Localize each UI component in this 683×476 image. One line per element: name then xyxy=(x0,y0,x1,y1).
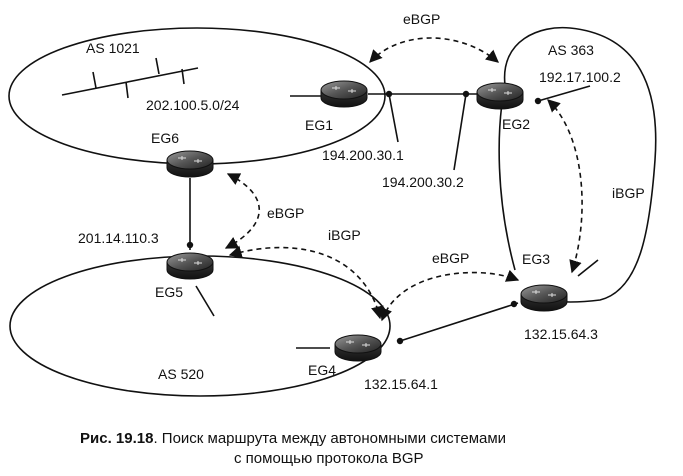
router-eg1-label: EG1 xyxy=(305,117,333,133)
ibgp-session-eg2-eg3 xyxy=(547,99,583,274)
address-201: 201.14.110.3 xyxy=(78,230,159,246)
link-eg2-192-leader xyxy=(537,85,591,102)
ebgp-label-right: eBGP xyxy=(432,250,469,266)
router-eg4-icon xyxy=(334,334,382,362)
link-eg3-stub xyxy=(577,259,599,277)
ibgp-label-mid: iBGP xyxy=(328,227,361,243)
as1021-label: AS 1021 xyxy=(86,40,140,56)
ebgp-session-eg6-eg5 xyxy=(224,173,261,249)
link-eg5-stub xyxy=(195,285,215,317)
link-194-2-leader xyxy=(453,93,467,171)
if-dot xyxy=(462,90,470,98)
figure-caption-line1: Рис. 19.18. Поиск маршрута между автоном… xyxy=(80,430,506,447)
router-eg6-label: EG6 xyxy=(151,130,179,146)
link-194-1-leader xyxy=(388,93,399,143)
if-dot xyxy=(385,90,393,98)
address-194-2: 194.200.30.2 xyxy=(382,174,464,190)
figure-caption-line2: с помощью протокола BGP xyxy=(234,450,424,467)
router-eg5-icon xyxy=(166,252,214,280)
address-202: 202.100.5.0/24 xyxy=(146,97,240,113)
router-eg3-label: EG3 xyxy=(522,251,550,267)
as520-label: AS 520 xyxy=(158,366,204,382)
ebgp-label-top: eBGP xyxy=(403,11,440,27)
router-eg2-label: EG2 xyxy=(502,116,530,132)
router-eg6-icon xyxy=(166,150,214,178)
link-eg4-eg3 xyxy=(399,302,519,342)
address-132-3: 132.15.64.3 xyxy=(524,326,598,342)
address-192: 192.17.100.2 xyxy=(539,69,621,85)
if-dot xyxy=(534,97,542,105)
ibgp-label-right: iBGP xyxy=(612,185,645,201)
caption-text: . Поиск маршрута между автономными систе… xyxy=(153,430,506,447)
address-132-1: 132.15.64.1 xyxy=(364,376,438,392)
figure-number: Рис. 19.18 xyxy=(80,430,153,447)
as363-label: AS 363 xyxy=(548,42,594,58)
ebgp-session-eg1-eg2 xyxy=(369,37,499,63)
router-eg2-icon xyxy=(476,82,524,110)
address-194-1: 194.200.30.1 xyxy=(322,147,404,163)
ebgp-session-eg4-eg3 xyxy=(379,269,520,322)
router-eg4-label: EG4 xyxy=(308,362,336,378)
if-dot xyxy=(396,337,404,345)
if-dot xyxy=(510,300,518,308)
ebgp-label-mid: eBGP xyxy=(267,205,304,221)
router-eg1-icon xyxy=(320,80,368,108)
lan-as1021 xyxy=(61,57,199,99)
router-eg3-icon xyxy=(520,284,568,312)
if-dot xyxy=(186,241,194,249)
router-eg5-label: EG5 xyxy=(155,284,183,300)
